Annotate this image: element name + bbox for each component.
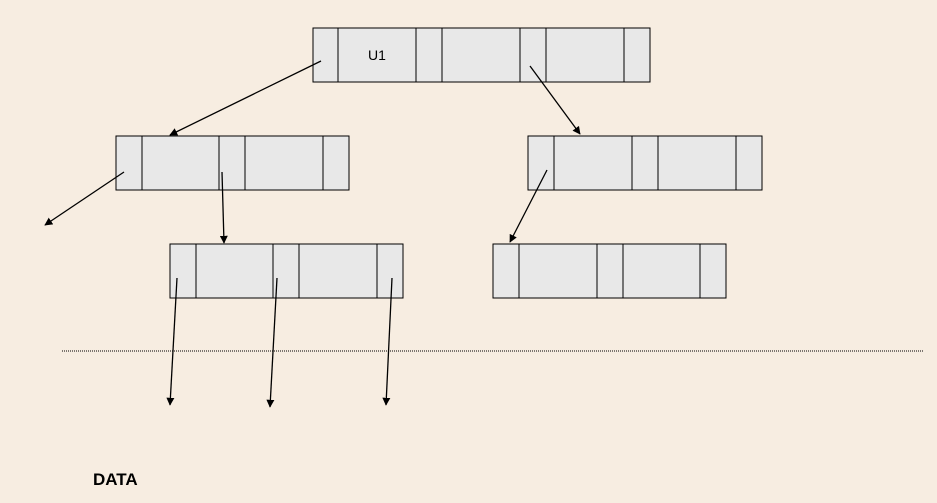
leaf-node-right — [492, 243, 727, 299]
leaf-node-left — [169, 243, 404, 299]
arrow-leaf-to-data-3 — [382, 277, 393, 406]
internal-node-right — [527, 135, 763, 191]
arrow-leaf-to-data-1 — [166, 277, 178, 406]
arrow-root-to-internal-right — [529, 65, 581, 135]
arrow-internal-right-to-leaf-right — [509, 169, 548, 243]
data-label: DATA — [93, 470, 138, 489]
arrow-internal-left-off-left — [44, 171, 125, 226]
arrow-internal-left-to-leaf-left — [219, 171, 228, 244]
arrow-root-to-internal-left — [169, 60, 322, 136]
root-node: U1 — [312, 27, 651, 83]
internal-node-left — [115, 135, 350, 191]
root-key-1: U1 — [368, 47, 386, 63]
arrow-leaf-to-data-2 — [266, 277, 278, 408]
